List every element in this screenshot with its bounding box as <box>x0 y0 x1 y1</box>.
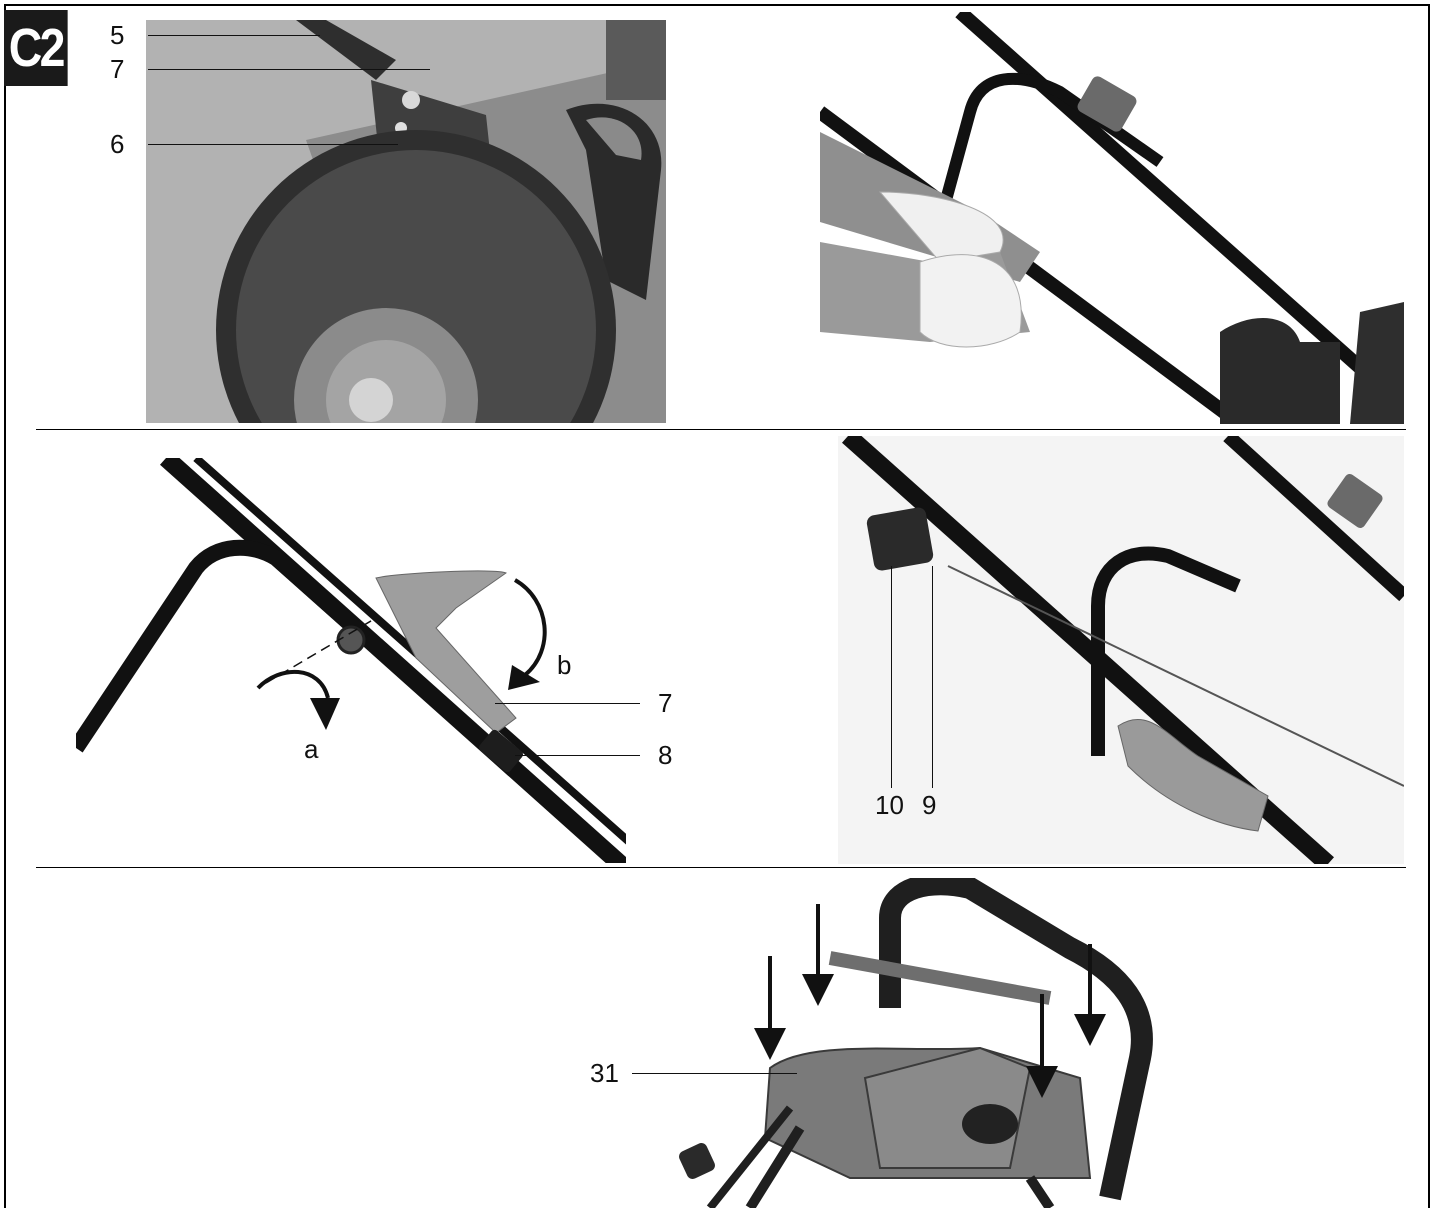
wheel-adjuster-illustration <box>146 20 666 423</box>
quick-release-illustration <box>76 458 626 863</box>
figure-badge: C2 <box>4 10 68 86</box>
leader-31 <box>632 1073 797 1074</box>
leader-8 <box>515 755 640 756</box>
leader-9 <box>932 566 933 788</box>
photo-wheel-adjuster <box>146 20 666 423</box>
callout-31: 31 <box>590 1058 619 1088</box>
leader-7-top <box>148 69 430 70</box>
callout-9: 9 <box>922 790 937 820</box>
callout-7-mid: 7 <box>658 688 673 718</box>
cable-adjuster-illustration <box>838 436 1404 864</box>
photo-handle-hands <box>820 12 1404 424</box>
handle-mounting-illustration <box>650 878 1170 1208</box>
figure-frame <box>4 4 1430 1208</box>
rotation-arrows <box>256 578 547 730</box>
leader-6 <box>148 144 398 145</box>
photo-handle-mounting <box>650 878 1170 1208</box>
callout-b: b <box>557 650 572 680</box>
leader-5 <box>148 35 320 36</box>
callout-6: 6 <box>110 129 125 159</box>
callout-7-top: 7 <box>110 54 125 84</box>
callout-5: 5 <box>110 20 125 50</box>
callout-a: a <box>304 734 319 764</box>
leader-10 <box>891 566 892 788</box>
callout-8: 8 <box>658 740 673 770</box>
photo-quick-release-lever <box>76 458 626 863</box>
divider-bottom <box>36 867 1406 868</box>
divider-top <box>36 429 1406 430</box>
handle-hands-illustration <box>820 12 1404 424</box>
leader-7-mid <box>495 703 640 704</box>
photo-cable-adjuster <box>838 436 1404 864</box>
downward-arrows <box>754 904 1106 1098</box>
callout-10: 10 <box>875 790 904 820</box>
